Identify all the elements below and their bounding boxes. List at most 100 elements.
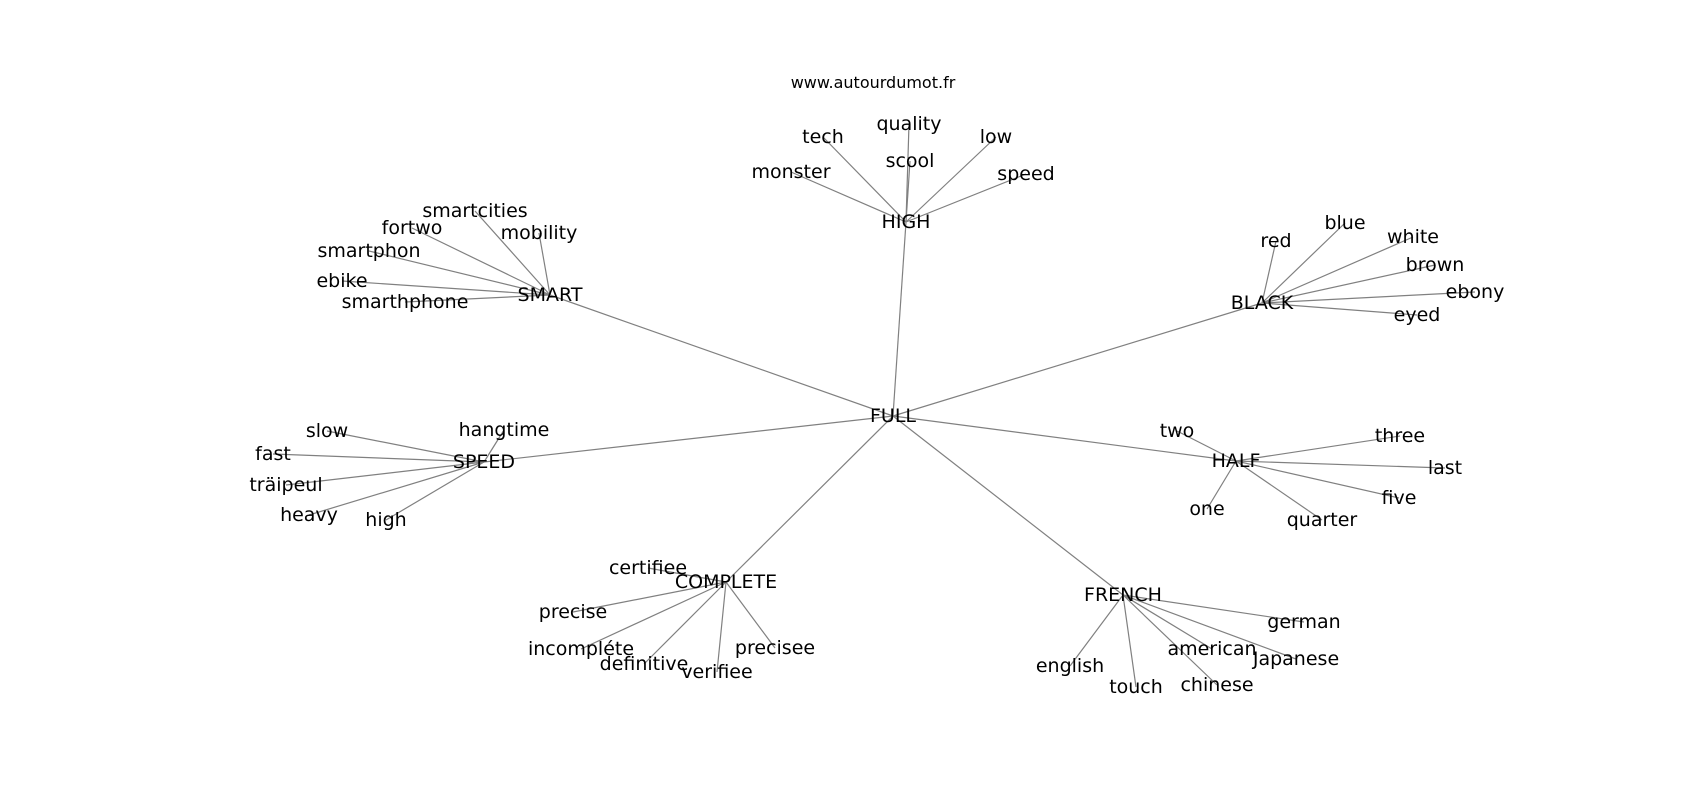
hub-node-speed: SPEED [453, 451, 515, 473]
leaf-node-fast: fast [255, 443, 291, 465]
leaf-node-traipeul: träipeul [249, 474, 322, 496]
edge-french-german [1122, 594, 1305, 623]
leaf-node-smarthphone: smarthphone [342, 291, 469, 313]
edge-speed-traipeul [285, 461, 485, 486]
leaf-node-american: american [1167, 638, 1256, 660]
edge-speed-heavy [308, 461, 485, 516]
edge-complete-verifiee [716, 581, 727, 673]
edge-complete-precisee [725, 581, 776, 649]
leaf-node-smartphon: smartphon [317, 240, 420, 262]
edge-smart-ebike [341, 280, 551, 296]
leaf-node-eyed: eyed [1394, 304, 1441, 326]
edge-full-half [892, 415, 1237, 462]
leaf-node-tech: tech [802, 126, 844, 148]
leaf-node-speed: speed [997, 163, 1054, 185]
edge-smart-smartcities [474, 210, 551, 296]
edge-full-high [892, 221, 907, 417]
leaf-node-three: three [1375, 425, 1425, 447]
leaf-node-precise: precise [539, 601, 607, 623]
leaf-node-certifiee: certifiee [609, 557, 687, 579]
edge-high-tech [822, 136, 907, 223]
leaf-node-japanese: Japanese [1252, 648, 1339, 670]
edge-black-white [1261, 236, 1414, 304]
leaf-node-brown: brown [1406, 254, 1465, 276]
edges-layer [272, 123, 1476, 688]
edge-full-french [892, 415, 1124, 596]
leaf-node-smartcities: smartcities [422, 200, 527, 222]
leaf-node-monster: monster [751, 161, 830, 183]
edge-half-three [1235, 435, 1401, 462]
edge-full-complete [725, 415, 894, 583]
leaf-node-german: german [1267, 611, 1340, 633]
edge-half-five [1235, 460, 1400, 499]
leaf-node-white: white [1387, 226, 1439, 248]
edge-full-black [892, 302, 1263, 417]
edge-black-ebony [1261, 291, 1476, 304]
root-node-full: FULL [870, 405, 916, 427]
leaf-node-last: last [1428, 457, 1462, 479]
labels-layer: FULL HIGH tech quality low monster scool speedS… [249, 113, 1504, 698]
leaf-node-quality: quality [877, 113, 942, 135]
edge-smart-mobility [538, 232, 551, 296]
leaf-node-incomplete: incompléte [528, 638, 634, 660]
edge-full-smart [549, 294, 894, 417]
edge-half-last [1235, 460, 1446, 469]
edge-smart-smartphon [368, 250, 551, 296]
leaf-node-chinese: chinese [1180, 674, 1253, 696]
edge-french-japanese [1122, 594, 1297, 660]
leaf-node-quarter: quarter [1287, 509, 1358, 531]
edge-smart-fortwo [411, 227, 551, 296]
leaf-node-red: red [1260, 230, 1291, 252]
edge-french-english [1069, 594, 1124, 667]
leaf-node-verifiee: verifiee [681, 661, 752, 683]
edge-complete-definitive [643, 581, 727, 665]
leaf-node-two: two [1160, 420, 1195, 442]
edge-half-quarter [1235, 460, 1323, 521]
edge-smart-smarthphone [404, 294, 551, 303]
edge-speed-slow [326, 430, 485, 463]
hub-node-complete: COMPLETE [675, 571, 777, 593]
edge-french-touch [1122, 594, 1137, 688]
edge-speed-hangtime [483, 429, 505, 463]
edge-black-brown [1261, 264, 1436, 304]
leaf-node-five: five [1382, 487, 1417, 509]
leaf-node-hangtime: hangtime [459, 419, 550, 441]
edge-black-red [1261, 240, 1277, 304]
edge-high-speed [905, 173, 1027, 223]
hub-node-high: HIGH [882, 211, 931, 233]
leaf-node-high: high [365, 509, 406, 531]
edge-black-blue [1261, 222, 1346, 304]
edge-half-two [1176, 430, 1237, 462]
edge-half-one [1206, 460, 1237, 510]
leaf-node-heavy: heavy [280, 504, 338, 526]
leaf-node-low: low [980, 126, 1012, 148]
leaf-node-touch: touch [1109, 676, 1163, 698]
leaf-node-ebike: ebike [316, 270, 367, 292]
edge-high-monster [790, 171, 907, 223]
edge-speed-high [385, 461, 485, 521]
hub-node-half: HALF [1212, 450, 1261, 472]
edge-complete-precise [572, 581, 727, 613]
leaf-node-mobility: mobility [501, 222, 578, 244]
leaf-node-precisee: precisee [735, 637, 815, 659]
edge-complete-certifiee [647, 567, 727, 583]
hub-node-french: FRENCH [1084, 584, 1162, 606]
watermark-url: www.autourdumot.fr [791, 73, 956, 92]
leaf-node-ebony: ebony [1446, 281, 1505, 303]
edge-high-low [905, 136, 997, 223]
edge-black-eyed [1261, 302, 1418, 316]
leaf-node-definitive: definitive [600, 653, 689, 675]
edge-speed-fast [272, 453, 485, 463]
leaf-node-english: english [1036, 655, 1104, 677]
hub-node-smart: SMART [518, 284, 583, 306]
leaf-node-slow: slow [306, 420, 348, 442]
edge-complete-incomplete [580, 581, 727, 650]
hub-node-black: BLACK [1231, 292, 1294, 314]
edge-french-american [1122, 594, 1213, 650]
edge-high-scool [905, 160, 911, 223]
leaf-node-scool: scool [886, 150, 935, 172]
edge-full-speed [483, 415, 894, 463]
edge-french-chinese [1122, 594, 1218, 686]
leaf-node-one: one [1189, 498, 1224, 520]
